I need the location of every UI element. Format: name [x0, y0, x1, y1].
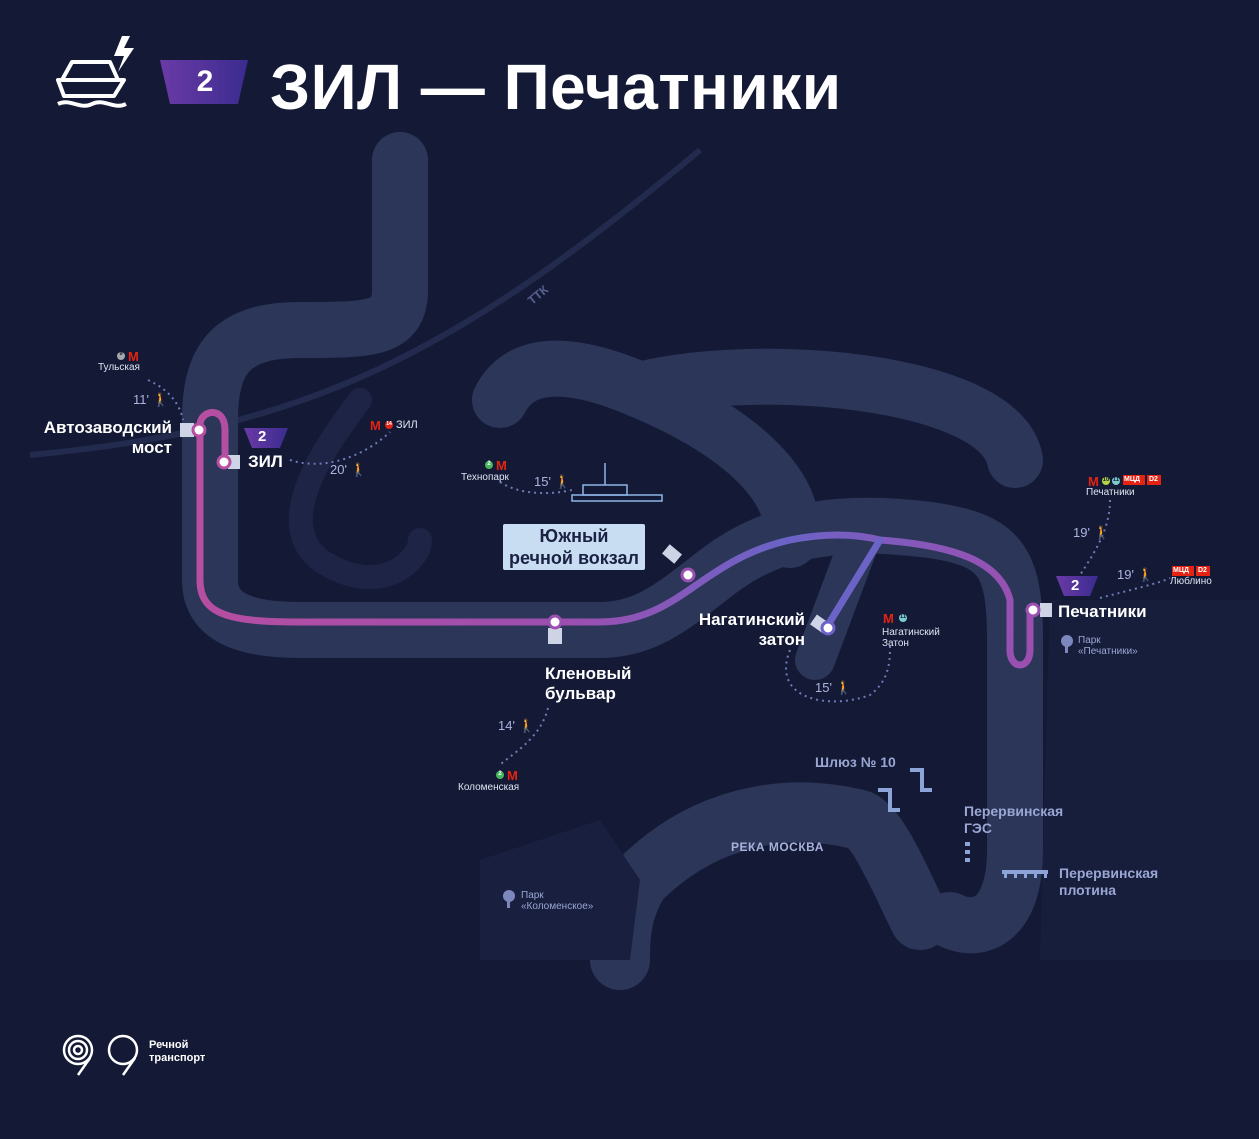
river-port-icon: [571, 463, 663, 502]
line-badge-11-nagatinsky: 11: [899, 614, 907, 620]
pier-pechatniki: [1040, 603, 1052, 617]
station-label-klenovy: Кленовый бульвар: [545, 664, 632, 703]
transfer-pechatniki-name: Печатники: [1086, 487, 1135, 498]
line-badge-10: 10: [1102, 477, 1110, 483]
svg-text:M: M: [128, 349, 139, 364]
line-badge-14: 14: [386, 421, 392, 427]
lock-label: Шлюз № 10: [815, 754, 896, 770]
river-upper-arm: [612, 348, 1043, 488]
pier-yuzhny: [662, 544, 682, 564]
ges-label: Перервинская ГЭС: [964, 803, 1064, 836]
pier-avtozavodsky: [180, 423, 194, 437]
transfer-tekhnopark-name: Технопарк: [461, 472, 509, 483]
walk-pechatniki: 19' 🚶: [1073, 525, 1110, 540]
walk-nagatinsky: 15' 🚶: [815, 680, 852, 695]
stop-nagatinsky[interactable]: [820, 620, 836, 636]
stop-yuzhny[interactable]: [680, 567, 696, 583]
walk-kolomenskaya: 14' 🚶: [498, 718, 535, 733]
svg-text:M: M: [496, 458, 507, 473]
walk-tulskaya: 11' 🚶: [133, 392, 169, 407]
line-badge-2-kolomenskaya: 2: [498, 771, 502, 777]
stop-avtozavodsky[interactable]: [191, 422, 207, 438]
stop-zil[interactable]: [216, 454, 232, 470]
park-kolomenskoe-area: [480, 820, 640, 960]
boat-header-icon: [56, 60, 127, 108]
transfer-lyublino-name: Люблино: [1170, 576, 1212, 587]
brand-logo-icon: [62, 1034, 139, 1076]
mcd-badge-pechatniki: МЦД: [1124, 476, 1140, 483]
svg-text:M: M: [507, 768, 518, 783]
station-label-yuzhny: Южный речной вокзал: [503, 502, 645, 571]
station-label-avtozavodsky: Автозаводский мост: [43, 418, 172, 457]
river-zaton: [795, 520, 880, 680]
route-branch-zaton: [824, 536, 884, 629]
park-pechatniki-area: [1040, 600, 1259, 960]
station-label-zil: ЗИЛ: [248, 452, 283, 471]
route-badge-pechatniki: [1056, 576, 1098, 596]
map-route-number-pechatniki: 2: [1071, 577, 1080, 594]
lightning-icon: [114, 36, 134, 72]
lock-icon: [878, 768, 932, 812]
walk-paths: [147, 379, 1171, 766]
stop-klenovy[interactable]: [547, 614, 563, 630]
river-island-shadow: [288, 388, 432, 590]
walk-lyublino: 19' 🚶: [1117, 567, 1154, 582]
brand-name: Речной транспорт: [149, 1039, 206, 1064]
park-kolomenskoe-label: Парк «Коломенское»: [521, 890, 594, 912]
metro-markers: M M M M M M: [117, 349, 1210, 783]
route-line: [196, 409, 1034, 669]
mcd-line-lyublino: D2: [1198, 567, 1207, 574]
pier-zil: [228, 455, 240, 469]
map-route-number-zil: 2: [258, 428, 267, 445]
stop-pechatniki[interactable]: [1025, 602, 1041, 618]
park-pechatniki-label: Парк «Печатники»: [1078, 635, 1138, 657]
transfer-nagatinsky-name: Нагатинский Затон: [882, 627, 940, 649]
mcd-line-pechatniki: D2: [1149, 476, 1158, 483]
route-badge-zil: [244, 428, 288, 448]
walk-tekhnopark: 15' 🚶: [534, 474, 571, 489]
station-label-pechatniki: Печатники: [1058, 602, 1147, 621]
station-label-nagatinsky: Нагатинский затон: [698, 610, 805, 649]
header-route-badge-shape: [160, 60, 248, 104]
transfer-zil-name: ЗИЛ: [396, 419, 418, 431]
svg-text:M: M: [883, 611, 894, 626]
ttk-line: [29, 147, 702, 458]
tree-icon: [503, 890, 515, 908]
ges-icon: [965, 842, 970, 862]
dam-label: Перервинская плотина: [1059, 865, 1159, 898]
river-label: РЕКА МОСКВА: [731, 840, 824, 854]
line-badge-2-tekhnopark: 2: [487, 461, 491, 467]
transfer-tulskaya-name: Тульская: [98, 362, 140, 373]
walk-zil: 20' 🚶: [330, 462, 367, 477]
page-title: ЗИЛ — Печатники: [270, 51, 842, 123]
transfer-kolomenskaya-name: Коломенская: [458, 782, 520, 793]
tree-icon-pechatniki: [1061, 635, 1073, 653]
svg-text:M: M: [370, 418, 381, 433]
line-badge-11-pechatniki: 11: [1112, 477, 1120, 483]
header-route-badge: 2: [196, 65, 214, 98]
line-badge-9: 9: [119, 351, 123, 357]
pier-klenovy: [548, 628, 562, 644]
mcd-badge-lyublino: МЦД: [1173, 567, 1189, 574]
dam-icon: [1002, 870, 1048, 878]
svg-text:M: M: [1088, 474, 1099, 489]
station-highlight-yuzhny: Южный речной вокзал: [503, 524, 645, 570]
